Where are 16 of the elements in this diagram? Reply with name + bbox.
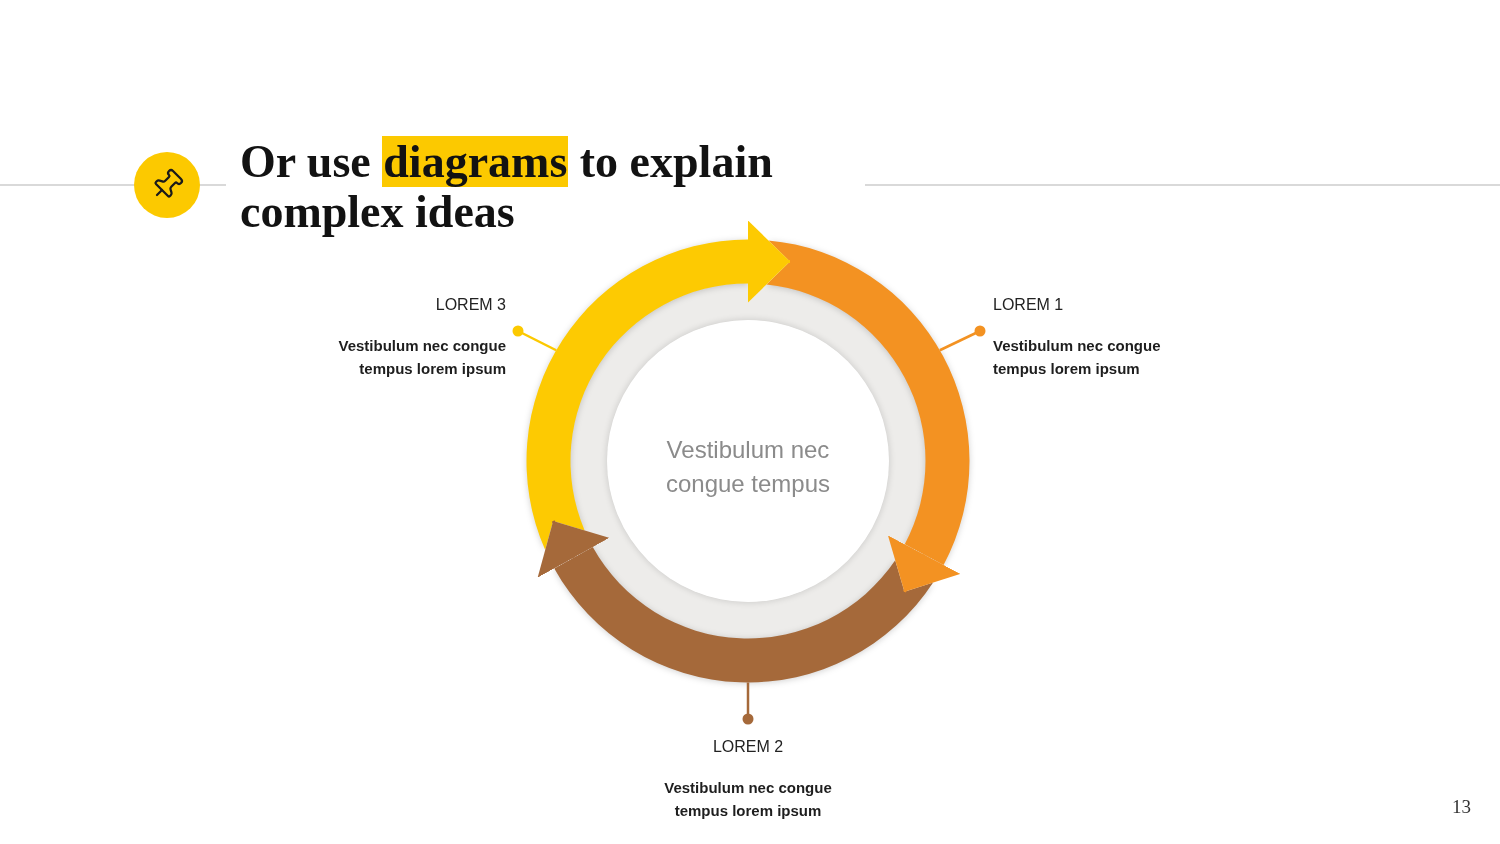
- curved-arrow-head: [748, 220, 790, 303]
- slide-title: Or use diagrams to explain complex ideas: [240, 137, 774, 237]
- curved-arrow-head: [537, 520, 610, 578]
- callout-text: Vestibulum nec congue tempus lorem ipsum: [663, 778, 833, 821]
- callout-heading: LOREM 3: [434, 295, 506, 315]
- callout-heading: LOREM 2: [711, 737, 785, 757]
- ring-segment: [554, 547, 934, 683]
- leader-line: [742, 682, 754, 725]
- leader-line: [512, 325, 557, 352]
- callout-text: Vestibulum nec congue tempus lorem ipsum: [993, 336, 1162, 379]
- page-number: 13: [1452, 795, 1471, 819]
- curved-arrow-head: [887, 535, 961, 593]
- callout-heading: LOREM 1: [993, 295, 1065, 315]
- hub-text: Vestibulum nec congue tempus: [664, 435, 832, 499]
- callout-text: Vestibulum nec congue tempus lorem ipsum: [337, 336, 506, 379]
- leader-line: [939, 325, 986, 352]
